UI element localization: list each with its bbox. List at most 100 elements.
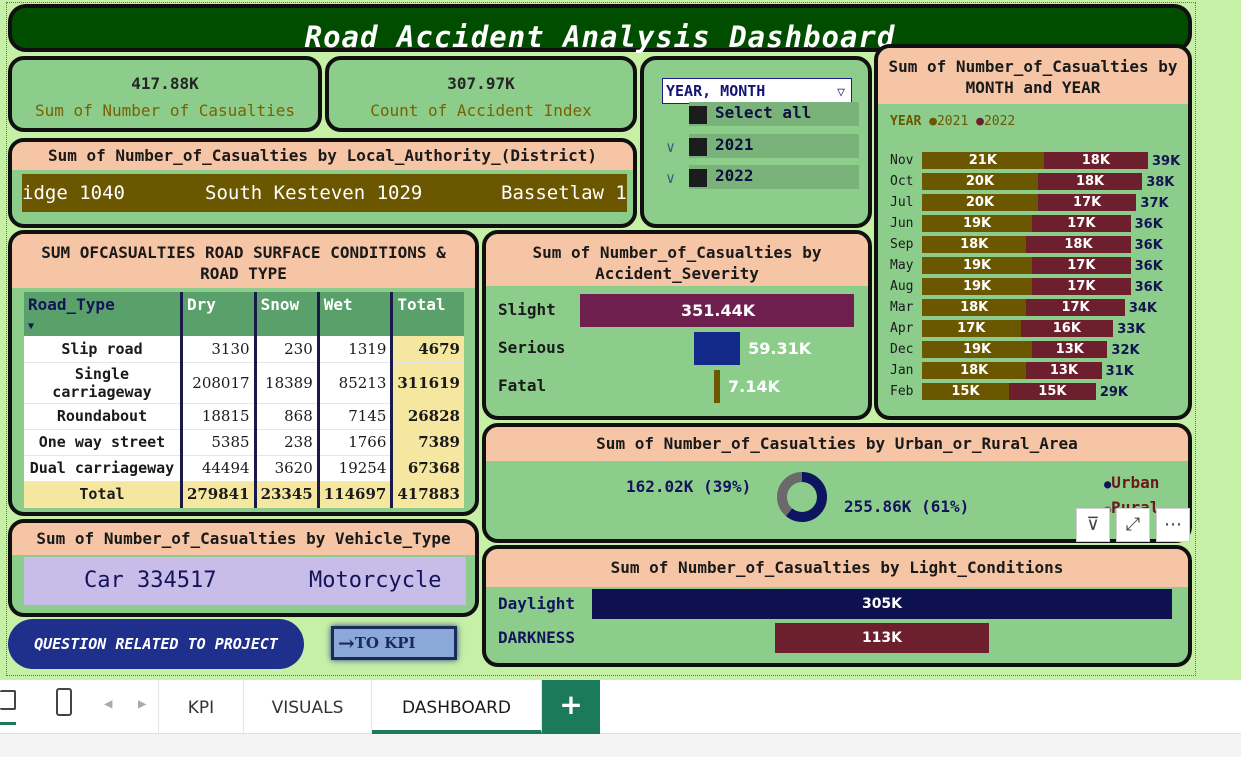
chevron-down-icon[interactable]: ▽ <box>837 85 845 100</box>
tab-visuals[interactable]: VISUALS <box>244 680 372 734</box>
bar-total-label: 36K <box>1134 217 1163 232</box>
bar-segment-2022[interactable]: 17K <box>1032 257 1131 274</box>
light-conditions-card[interactable]: Sum of Number_of_Casualties by Light_Con… <box>482 545 1192 667</box>
kpi-card-casualties[interactable]: 417.88K Sum of Number of Casualties <box>8 56 322 132</box>
to-kpi-button[interactable]: →TO KPI <box>331 626 457 660</box>
expand-chevron-icon[interactable]: ∨ <box>666 138 676 156</box>
expand-chevron-icon[interactable]: ∨ <box>666 169 676 187</box>
bar-segment-2022[interactable]: 18K <box>1026 236 1131 253</box>
bar-segment-2022[interactable]: 18K <box>1043 152 1148 169</box>
column-header-total[interactable]: Total <box>390 292 464 336</box>
bar-segment-2022[interactable]: 13K <box>1032 341 1108 358</box>
bar-segment-2021[interactable]: 19K <box>922 341 1033 358</box>
month-label: Apr <box>890 321 914 336</box>
question-button[interactable]: QUESTION RELATED TO PROJECT <box>8 619 304 669</box>
monthly-chart-card[interactable]: Sum of Number_of_Casualties by MONTH and… <box>874 44 1192 420</box>
prev-page-icon[interactable]: ◀ <box>104 696 113 712</box>
severity-chart-card[interactable]: Sum of Number_of_Casualties by Accident_… <box>482 230 872 420</box>
bar-segment-2022[interactable]: 17K <box>1026 299 1125 316</box>
tab-dashboard[interactable]: DASHBOARD <box>372 680 542 734</box>
column-header-dry[interactable]: Dry <box>179 292 256 336</box>
urban-rural-donut[interactable] <box>772 467 832 527</box>
bar-segment-2021[interactable]: 18K <box>922 362 1027 379</box>
more-options-icon[interactable]: ⋯ <box>1156 508 1190 542</box>
bar-total-label: 36K <box>1134 280 1163 295</box>
road-type-table-card[interactable]: SUM OFCASUALTIES ROAD SURFACE CONDITIONS… <box>8 230 479 516</box>
bar-segment-2021[interactable]: 21K <box>922 152 1044 169</box>
bar-segment-2021[interactable]: 19K <box>922 278 1033 295</box>
bar-segment-2021[interactable]: 17K <box>922 320 1021 337</box>
bar-segment-2021[interactable]: 15K <box>922 383 1009 400</box>
column-header-road-type[interactable]: Road_Type▼ <box>24 292 182 336</box>
severity-value: 59.31K <box>748 339 812 358</box>
checkbox-icon[interactable] <box>689 106 707 124</box>
checkbox-icon[interactable] <box>689 169 707 187</box>
severity-bar[interactable] <box>580 294 854 327</box>
road-table-heading: SUM OFCASUALTIES ROAD SURFACE CONDITIONS… <box>12 234 475 288</box>
kpi-value: 307.97K <box>447 74 515 93</box>
vehicle-heading: Sum of Number_of_Casualties by Vehicle_T… <box>12 523 475 555</box>
slicer-dropdown[interactable]: YEAR, MONTH ▽ <box>662 78 852 104</box>
slicer-item-2022[interactable]: 2022 <box>689 165 859 189</box>
sort-desc-icon[interactable]: ▼ <box>28 321 35 332</box>
dashboard-title: Road Accident Analysis Dashboard <box>304 20 896 54</box>
light-condition-bar[interactable]: 113K <box>774 623 990 653</box>
total-cell: Total <box>24 481 182 508</box>
bar-segment-2022[interactable]: 17K <box>1032 215 1131 232</box>
bar-segment-2021[interactable]: 18K <box>922 299 1027 316</box>
month-label: May <box>890 258 914 273</box>
urban-rural-card[interactable]: Sum of Number_of_Casualties by Urban_or_… <box>482 423 1192 543</box>
year-month-slicer[interactable]: YEAR, MONTH ▽ Select all ∨ 2021 ∨ 2022 <box>640 56 872 228</box>
bar-segment-2022[interactable]: 17K <box>1032 278 1131 295</box>
bar-segment-2021[interactable]: 20K <box>922 194 1038 211</box>
mobile-view-icon[interactable] <box>56 688 72 716</box>
bar-segment-2021[interactable]: 19K <box>922 257 1033 274</box>
kpi-label: Sum of Number of Casualties <box>34 101 296 120</box>
severity-bar[interactable] <box>693 332 741 365</box>
checkbox-icon[interactable] <box>689 138 707 156</box>
ticker-item: Bassetlaw 1 <box>501 182 627 204</box>
table-cell: 868 <box>253 403 319 430</box>
focus-mode-icon[interactable]: ⤢ <box>1116 508 1150 542</box>
table-cell: 3130 <box>179 336 256 363</box>
table-cell: 18815 <box>179 403 256 430</box>
column-header-wet[interactable]: Wet <box>316 292 392 336</box>
add-page-button[interactable]: + <box>542 680 600 734</box>
slicer-item-select-all[interactable]: Select all <box>689 102 859 126</box>
filter-icon[interactable]: ⊽ <box>1076 508 1110 542</box>
bar-segment-2022[interactable]: 16K <box>1020 320 1114 337</box>
bar-segment-2021[interactable]: 18K <box>922 236 1027 253</box>
severity-heading: Sum of Number_of_Casualties by Accident_… <box>486 234 868 286</box>
column-header-snow[interactable]: Snow <box>253 292 319 336</box>
legend-2022: 2022 <box>983 114 1016 129</box>
bar-segment-2022[interactable]: 17K <box>1037 194 1137 211</box>
slicer-item-2021[interactable]: 2021 <box>689 134 859 158</box>
bar-segment-2022[interactable]: 15K <box>1008 383 1096 400</box>
desktop-view-icon[interactable] <box>0 690 16 710</box>
vehicle-type-card[interactable]: Sum of Number_of_Casualties by Vehicle_T… <box>8 519 479 617</box>
table-cell: 311619 <box>390 362 464 404</box>
bar-segment-2022[interactable]: 18K <box>1037 173 1143 190</box>
light-condition-bar[interactable]: 305K <box>592 589 1172 619</box>
table-cell: 230 <box>253 336 319 363</box>
tab-kpi[interactable]: KPI <box>158 680 244 734</box>
district-card[interactable]: Sum of Number_of_Casualties by Local_Aut… <box>8 138 637 228</box>
table-cell: 208017 <box>179 362 256 404</box>
total-cell: 279841 <box>179 481 256 508</box>
donut-urban-segment[interactable] <box>777 472 827 522</box>
next-page-icon[interactable]: ▶ <box>138 696 147 712</box>
report-canvas: Road Accident Analysis Dashboard 417.88K… <box>0 0 1241 680</box>
kpi-card-accidents[interactable]: 307.97K Count of Accident Index <box>325 56 637 132</box>
bar-segment-2021[interactable]: 20K <box>922 173 1038 190</box>
bar-segment-2022[interactable]: 13K <box>1026 362 1102 379</box>
light-heading: Sum of Number_of_Casualties by Light_Con… <box>486 549 1188 587</box>
bar-segment-2021[interactable]: 19K <box>922 215 1033 232</box>
severity-label: Fatal <box>498 376 547 395</box>
severity-bar[interactable] <box>714 370 720 403</box>
